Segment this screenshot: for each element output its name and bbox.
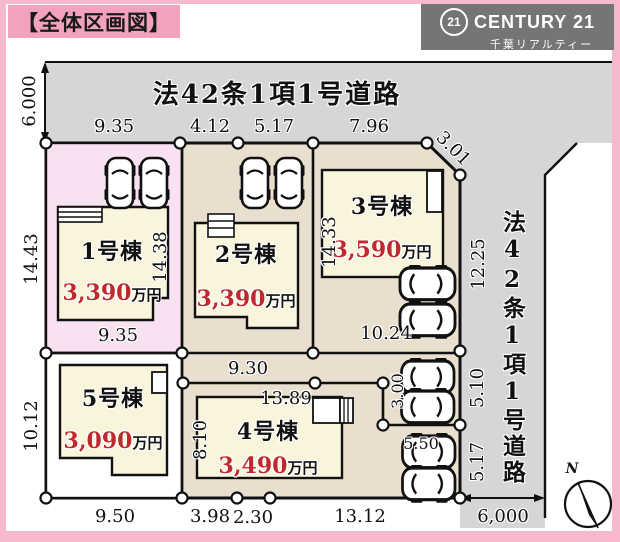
frame-right	[612, 0, 620, 542]
building-1	[56, 205, 170, 322]
lot-boundaries	[46, 143, 460, 498]
dim-lot3-height: 14.33	[319, 216, 340, 268]
dim-bottom-3: 2.30	[232, 507, 274, 528]
frame-top	[0, 0, 620, 4]
road-top-label: 法42条1項1号道路	[152, 80, 402, 110]
building-2-steps-icon	[207, 213, 235, 238]
logo-brand-text: CENTURY 21	[473, 11, 596, 32]
frame-left	[0, 0, 6, 542]
dim-lot2-bottom-width: 9.30	[227, 358, 269, 379]
lot-3-price-unit: 万円	[401, 243, 432, 261]
lot-1-price-unit: 万円	[131, 286, 162, 304]
lot-5-price-value: 3,090	[63, 428, 133, 454]
page-title: 【全体区画図】	[8, 5, 180, 38]
building-5	[58, 363, 169, 477]
building-2	[193, 221, 300, 330]
dim-top-4: 7.96	[348, 116, 390, 137]
dim-lot4-height: 8.10	[190, 419, 211, 461]
lot-2-name: 2号棟	[214, 242, 278, 268]
lot-3-name: 3号棟	[350, 194, 414, 220]
lot-4-name: 4号棟	[236, 419, 300, 445]
dim-lot1-height: 14.38	[150, 231, 171, 283]
lot-2-price-value: 3,390	[196, 286, 266, 312]
lot-1-price-value: 3,390	[62, 280, 132, 306]
lot-4-price-unit: 万円	[287, 459, 318, 477]
dim-road-top-width: 6.000	[19, 75, 40, 127]
building-4-porch-icon	[312, 397, 354, 424]
lot-3-price: 3,590万円	[333, 239, 432, 261]
logo-subtitle: 千葉リアルティー	[489, 39, 594, 51]
dim-right-2: 5.10	[467, 367, 488, 409]
lot-3-price-value: 3,590	[332, 237, 402, 263]
lot-2-price-unit: 万円	[265, 292, 296, 310]
logo-row: 21 CENTURY 21	[421, 8, 614, 36]
dim-parking-height: 3.00	[388, 373, 407, 409]
lot-4-price-value: 3,490	[218, 453, 288, 479]
dim-right-1: 12.25	[468, 238, 489, 290]
lot-5-price: 3,090万円	[64, 430, 163, 452]
dim-lot4-width: 13.89	[260, 388, 312, 409]
road-right-label: 法42条1項1号道路	[498, 210, 526, 486]
logo-badge-icon: 21	[439, 8, 468, 36]
dim-left-1: 14.43	[21, 233, 42, 285]
building-5-porch	[151, 371, 168, 394]
dim-right-3: 5.17	[467, 441, 488, 483]
compass-icon	[563, 479, 613, 529]
lot-5-price-unit: 万円	[132, 434, 163, 452]
dim-lot3-width: 10.24	[360, 323, 412, 344]
building-1-steps-icon	[57, 206, 103, 223]
frame-bottom	[0, 531, 620, 542]
dim-parking-width: 5.50	[403, 434, 439, 453]
dim-top-1: 9.35	[93, 116, 135, 137]
dim-bottom-2: 3.98	[189, 506, 231, 527]
lot-5-name: 5号棟	[81, 386, 145, 412]
dim-top-3: 5.17	[253, 116, 295, 137]
dim-road-right-width: 6,000	[477, 506, 529, 527]
buildings	[56, 168, 445, 480]
lot-2-price: 3,390万円	[197, 288, 296, 310]
dim-bottom-4: 13.12	[334, 506, 386, 527]
compass-north-label: N	[565, 461, 579, 477]
lot-4-price: 3,490万円	[219, 455, 318, 477]
dim-left-2: 10.12	[21, 400, 42, 452]
building-3	[320, 168, 445, 279]
lot-1-price: 3,390万円	[63, 282, 162, 304]
dim-lot1-width: 9.35	[97, 325, 139, 346]
dim-top-2: 4.12	[189, 116, 231, 137]
century21-logo: 21 CENTURY 21 千葉リアルティー	[421, 4, 614, 51]
lot-1-name: 1号棟	[80, 239, 144, 265]
building-3-porch	[426, 170, 443, 213]
dim-bottom-1: 9.50	[94, 506, 136, 527]
road-areas	[45, 61, 614, 528]
boundary-nodes	[39, 136, 467, 505]
